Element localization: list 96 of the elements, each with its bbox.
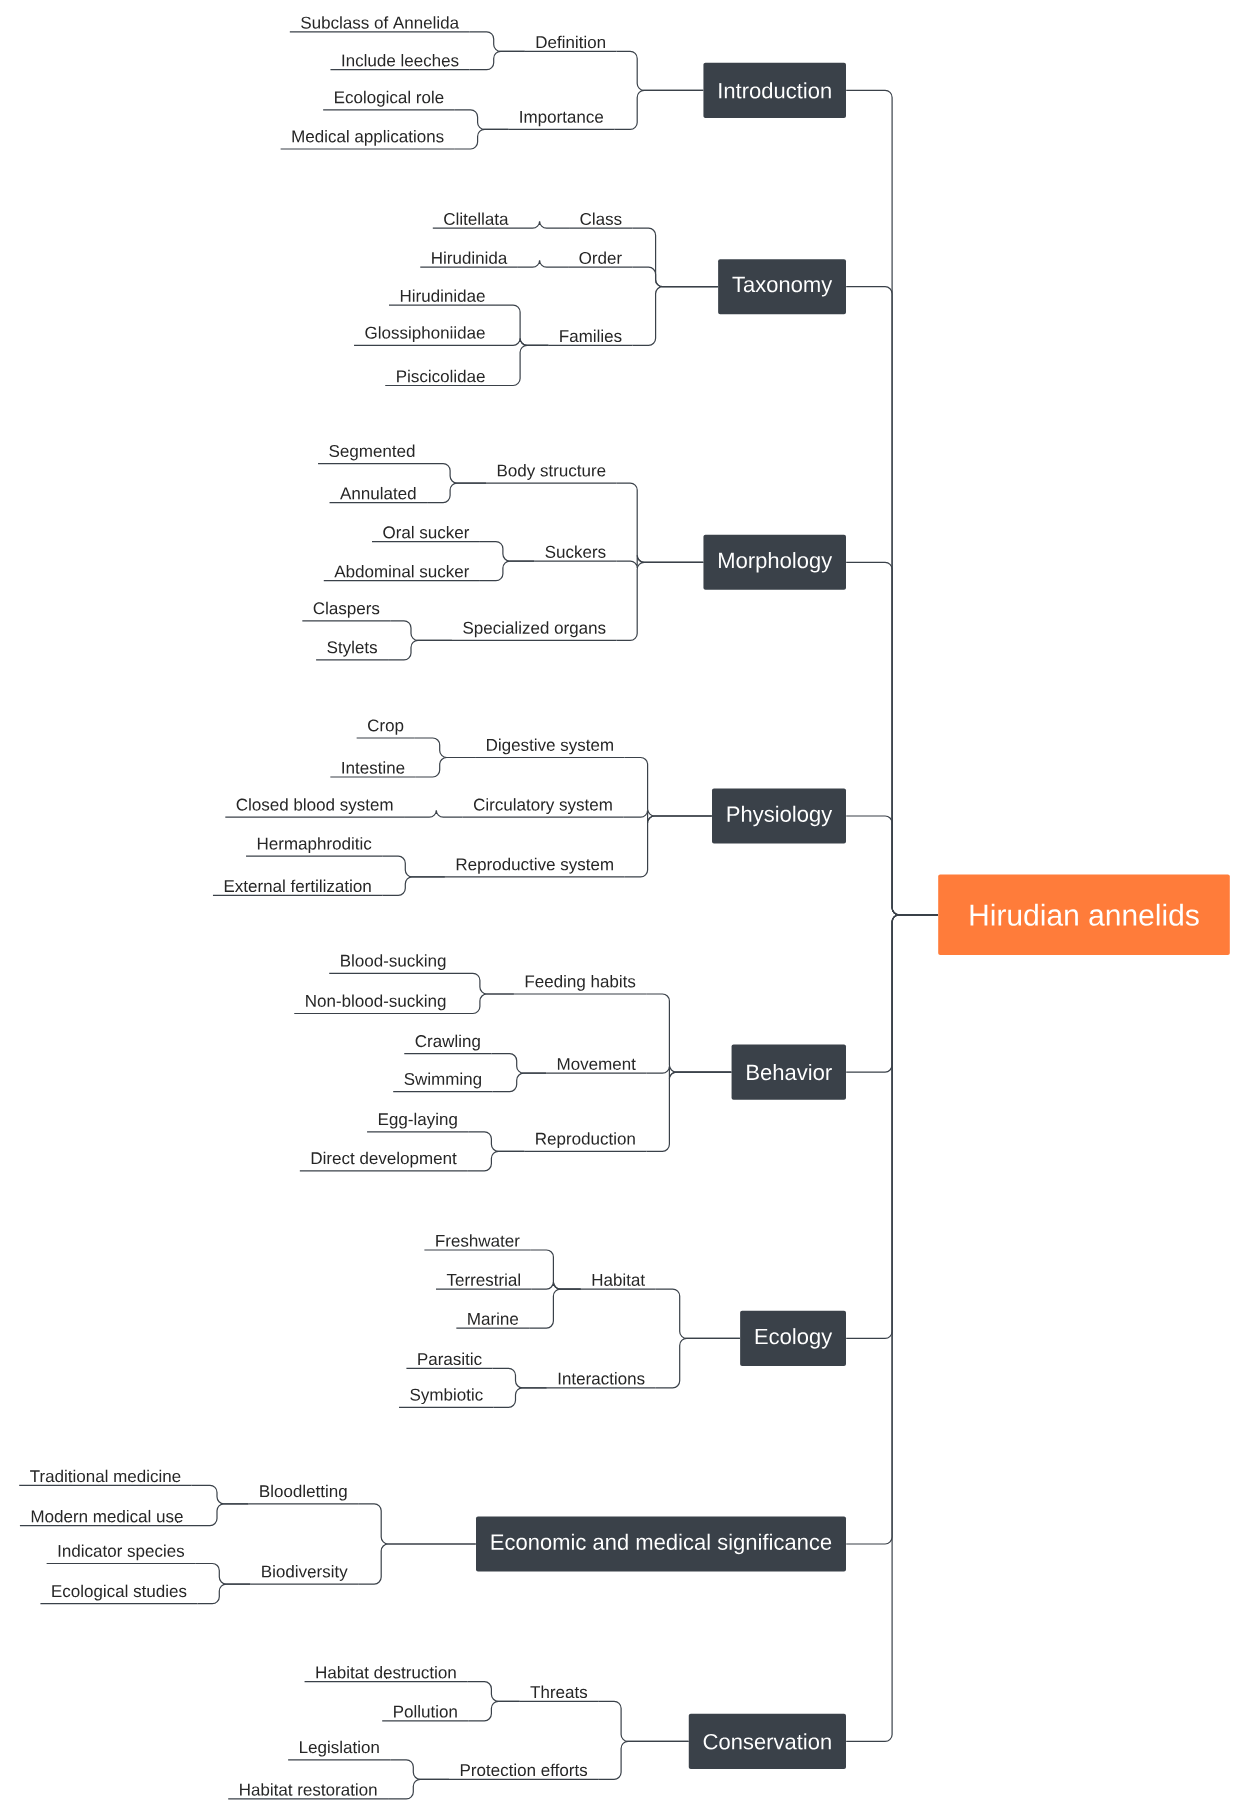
connector xyxy=(454,128,509,150)
leaf-label: Modern medical use xyxy=(19,1509,195,1527)
connector xyxy=(518,220,570,229)
branch-label: Body structure xyxy=(485,464,618,484)
connector xyxy=(387,639,453,661)
leaf-label: Crawling xyxy=(403,1034,492,1055)
leaf-label: Intestine xyxy=(329,761,417,778)
connector xyxy=(493,1387,548,1408)
connector xyxy=(845,914,939,1742)
branch-label: Specialized organs xyxy=(451,621,618,641)
leaf-label: Oral sucker xyxy=(371,525,481,543)
connector xyxy=(645,1071,732,1152)
connector xyxy=(467,1700,521,1722)
connector xyxy=(655,1337,741,1389)
connector xyxy=(479,560,535,582)
branch-label: Circulatory system xyxy=(462,798,624,818)
topic-box: Behavior xyxy=(731,1044,846,1100)
connector xyxy=(624,815,713,878)
leaf-label: Subclass of Annelida xyxy=(289,16,471,33)
leaf-label: Segmented xyxy=(317,444,427,465)
leaf-label: Symbiotic xyxy=(398,1388,495,1408)
connector xyxy=(426,482,487,504)
topic-box: Morphology xyxy=(703,534,846,590)
leaf-label: External fertilization xyxy=(212,879,383,896)
leaf-label: Claspers xyxy=(301,601,391,622)
branch-label: Class xyxy=(568,212,634,229)
leaf-label: Hermaphroditic xyxy=(245,837,383,857)
leaf-label: Clitellata xyxy=(432,212,520,229)
leaf-label: Indicator species xyxy=(46,1544,196,1565)
branch-label: Movement xyxy=(545,1058,647,1074)
leaf-label: Closed blood system xyxy=(224,798,405,818)
branch-label: Habitat xyxy=(580,1273,657,1290)
leaf-label: Traditional medicine xyxy=(18,1469,193,1486)
leaf-label: Parasitic xyxy=(405,1352,494,1369)
leaf-label: Marine xyxy=(455,1312,530,1329)
leaf-label: Swimming xyxy=(392,1072,494,1093)
topic-box: Taxonomy xyxy=(718,259,846,315)
connector xyxy=(597,1740,690,1780)
leaf-label: Annulated xyxy=(328,486,428,504)
root-box: Hirudian annelids xyxy=(938,874,1230,955)
leaf-label: Ecological studies xyxy=(39,1584,199,1605)
leaf-label: Pollution xyxy=(381,1705,469,1722)
leaf-label: Abdominal sucker xyxy=(323,565,481,582)
topic-box: Ecology xyxy=(740,1310,846,1366)
connector xyxy=(517,259,569,268)
leaf-label: Terrestrial xyxy=(435,1273,533,1290)
connector xyxy=(357,1543,477,1585)
branch-label: Suckers xyxy=(533,545,618,562)
leaf-label: Stylets xyxy=(315,640,389,661)
connector xyxy=(415,756,476,778)
topic-box: Conservation xyxy=(688,1713,846,1769)
leaf-label: Habitat restoration xyxy=(227,1783,389,1800)
connector xyxy=(632,286,719,346)
leaf-label: Legislation xyxy=(287,1740,391,1761)
topic-box: Introduction xyxy=(703,62,846,118)
topic-box: Economic and medical significance xyxy=(476,1516,846,1572)
leaf-label: Medical applications xyxy=(280,129,456,150)
leaf-label: Crop xyxy=(356,719,416,739)
connector xyxy=(466,1150,525,1172)
connector xyxy=(528,1288,582,1329)
connector xyxy=(469,50,526,71)
branch-label: Reproductive system xyxy=(444,857,626,878)
branch-label: Importance xyxy=(507,110,615,130)
branch-label: Feeding habits xyxy=(513,974,647,995)
leaf-label: Hirudinidae xyxy=(388,289,497,306)
branch-label: Reproduction xyxy=(523,1132,647,1152)
topic-box: Physiology xyxy=(712,788,846,844)
leaf-label: Hirudinida xyxy=(419,251,519,268)
branch-label: Protection efforts xyxy=(448,1763,599,1780)
branch-label: Biodiversity xyxy=(249,1565,359,1585)
connector xyxy=(387,1778,450,1800)
leaf-label: Ecological role xyxy=(322,90,456,111)
branch-label: Definition xyxy=(524,35,618,52)
branch-label: Threats xyxy=(518,1685,599,1702)
branch-label: Bloodletting xyxy=(247,1484,359,1505)
connector xyxy=(193,1503,249,1527)
connector xyxy=(495,344,549,387)
connector xyxy=(492,1072,547,1093)
leaf-label: Include leeches xyxy=(329,54,471,71)
connector xyxy=(613,89,704,130)
connector xyxy=(403,809,464,818)
connector xyxy=(456,993,515,1015)
leaf-label: Freshwater xyxy=(423,1234,531,1251)
leaf-label: Piscicolidae xyxy=(384,369,497,387)
leaf-label: Direct development xyxy=(299,1151,468,1172)
leaf-label: Egg-laying xyxy=(366,1112,469,1133)
leaf-label: Non-blood-sucking xyxy=(293,994,458,1015)
leaf-label: Glossiphoniidae xyxy=(353,326,497,346)
branch-label: Interactions xyxy=(546,1372,657,1389)
connector xyxy=(381,876,446,896)
branch-label: Families xyxy=(547,329,634,346)
connector xyxy=(196,1583,251,1605)
leaf-label: Blood-sucking xyxy=(328,954,458,974)
branch-label: Order xyxy=(567,251,634,268)
leaf-label: Habitat destruction xyxy=(303,1666,468,1683)
branch-label: Digestive system xyxy=(474,738,626,759)
